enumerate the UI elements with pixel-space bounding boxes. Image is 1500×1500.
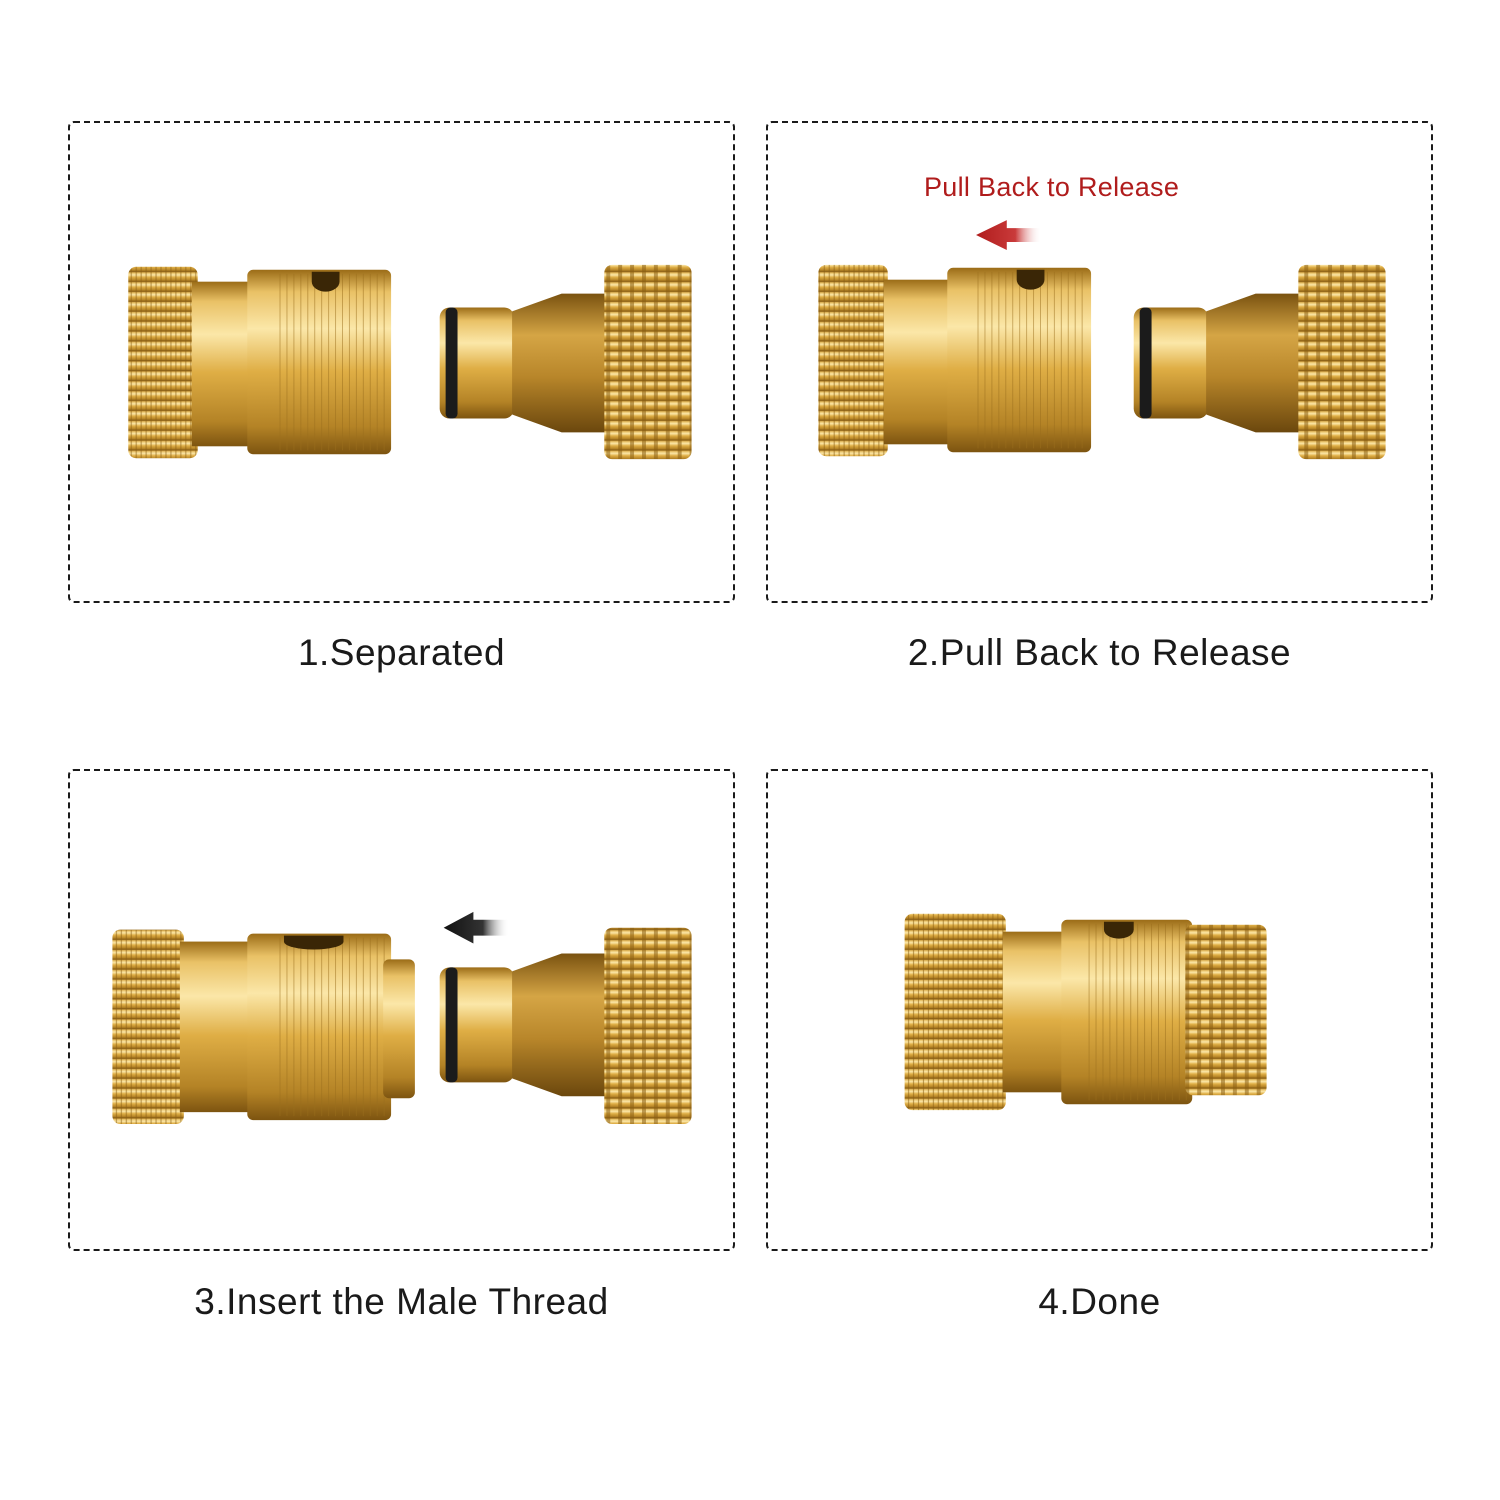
step-3-caption: 3.Insert the Male Thread [194, 1281, 609, 1322]
step-1-illustration [128, 264, 692, 460]
step-2-illustration [818, 220, 1386, 460]
male-connector [439, 264, 692, 460]
male-connector [1133, 264, 1386, 460]
female-quick-connector [112, 929, 415, 1125]
male-connector [439, 927, 692, 1125]
step-2-caption: 2.Pull Back to Release [907, 632, 1292, 673]
step-4-panel [766, 769, 1433, 1251]
arrow-left-icon [976, 220, 1042, 250]
connected-assembly [904, 913, 1267, 1111]
step-4-caption: 4.Done [1038, 1281, 1161, 1322]
step-3-panel [68, 769, 735, 1251]
step-1-panel [68, 121, 735, 603]
insert-arrow [443, 911, 510, 944]
step-3-illustration [112, 911, 692, 1125]
release-annotation: Pull Back to Release [924, 172, 1180, 202]
arrow-left-icon [443, 911, 510, 944]
female-quick-connector [128, 266, 392, 459]
female-quick-connector [818, 264, 1092, 457]
step-1-caption: 1.Separated [297, 632, 506, 673]
release-arrow [976, 220, 1042, 250]
step-4-illustration [904, 913, 1267, 1111]
step-2-panel [766, 121, 1433, 603]
